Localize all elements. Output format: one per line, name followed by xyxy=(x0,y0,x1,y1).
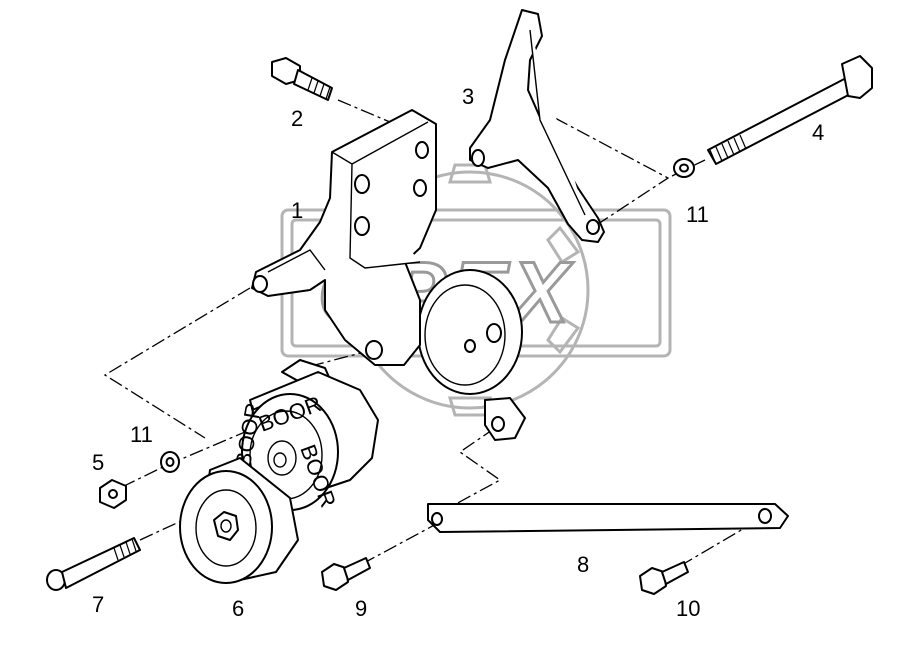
callout-5: 5 xyxy=(92,450,104,475)
part-1-tensioner-bracket xyxy=(251,109,437,366)
leader-bolt-2 xyxy=(337,99,391,123)
part-8-tie-plate xyxy=(427,503,789,533)
part-pulley-hub xyxy=(417,269,526,441)
part-11-washer-right xyxy=(673,158,695,178)
callout-7: 7 xyxy=(92,592,104,617)
part-7-bolt xyxy=(46,537,141,591)
callout-3: 3 xyxy=(462,84,474,109)
part-2-flange-bolt xyxy=(271,57,333,101)
part-5-nut xyxy=(99,479,127,509)
callout-8: 8 xyxy=(577,552,589,577)
leader-bolt-9 xyxy=(361,521,441,565)
part-10-flange-bolt xyxy=(639,561,689,595)
part-11-washer-left xyxy=(160,451,180,473)
part-6-idler-pulley xyxy=(179,457,299,584)
callout-10: 10 xyxy=(676,596,700,621)
callout-1: 1 xyxy=(291,198,303,223)
leader-bracket-3-bolt-4 xyxy=(554,117,670,227)
callout-9: 9 xyxy=(355,596,367,621)
callout-2: 2 xyxy=(291,106,303,131)
callout-labels: 1 2 3 4 5 6 7 8 9 10 11 11 xyxy=(92,84,824,621)
part-9-flange-bolt xyxy=(321,557,371,591)
leader-tensioner-to-bracket xyxy=(103,287,251,439)
callout-11-right: 11 xyxy=(686,202,709,227)
callout-11-left: 11 xyxy=(130,422,153,447)
callout-4: 4 xyxy=(812,120,824,145)
leader-plate-8-lower xyxy=(429,427,502,519)
leader-nut-washer xyxy=(121,431,246,488)
callout-6: 6 xyxy=(232,596,244,621)
part-4-long-bolt xyxy=(707,55,873,165)
part-3-bracket-plate xyxy=(469,9,605,243)
